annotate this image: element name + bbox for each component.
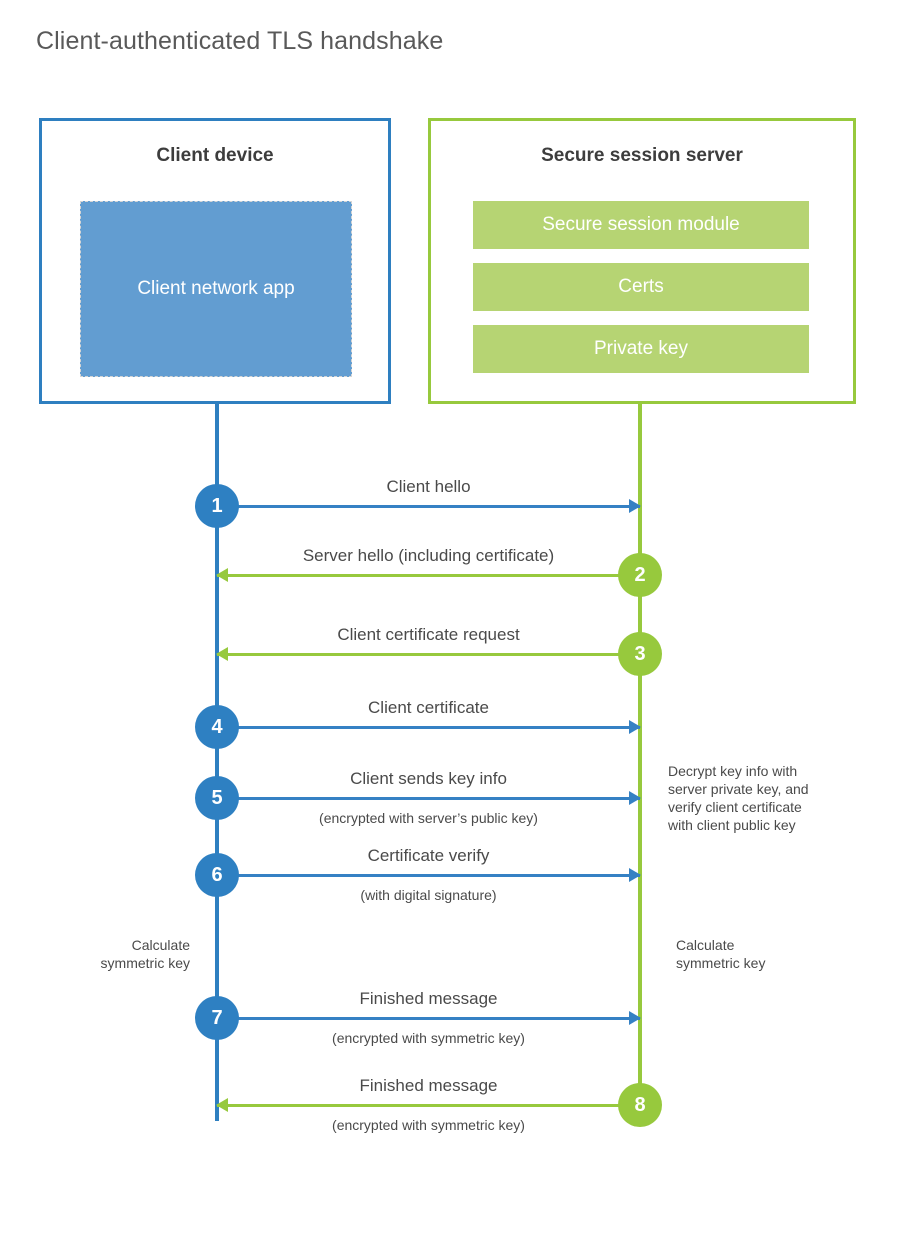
arrowhead-icon-2 (216, 568, 228, 582)
message-label-8: Finished message (359, 1076, 498, 1095)
client-device-title: Client device (156, 145, 274, 166)
client-network-app-block: Client network app (80, 201, 352, 377)
message-line-8 (217, 1103, 640, 1107)
server-block-certs: Certs (473, 263, 809, 311)
message-line-6 (217, 873, 640, 877)
step-badge-4[interactable]: 4 (195, 705, 239, 749)
secure-session-server-box: Secure session server Secure session mod… (428, 118, 856, 404)
client-device-box: Client device Client network app (39, 118, 391, 404)
step-badge-7[interactable]: 7 (195, 996, 239, 1040)
message-label-2: Server hello (including certificate) (302, 546, 555, 565)
message-label-4: Client certificate (368, 698, 489, 717)
message-label-6: Certificate verify (367, 846, 490, 865)
message-label-1: Client hello (386, 477, 471, 496)
server-block-secure-session-module: Secure session module (473, 201, 809, 249)
arrowhead-icon-8 (216, 1098, 228, 1112)
arrowhead-icon-1 (629, 499, 641, 513)
message-label-5: Client sends key info (350, 769, 507, 788)
message-line-1 (217, 504, 640, 508)
arrowhead-icon-6 (629, 868, 641, 882)
message-line-2 (217, 573, 640, 577)
arrowhead-icon-7 (629, 1011, 641, 1025)
message-line-4 (217, 725, 640, 729)
client-lifeline (215, 403, 219, 1121)
server-lifeline (638, 403, 642, 1106)
step-badge-5[interactable]: 5 (195, 776, 239, 820)
message-line-3 (217, 652, 640, 656)
annotation-server-calculate-symmetric-key: Calculate symmetric key (676, 937, 766, 971)
message-sublabel-7: (encrypted with symmetric key) (332, 1030, 525, 1046)
step-badge-2[interactable]: 2 (618, 553, 662, 597)
message-sublabel-8: (encrypted with symmetric key) (332, 1117, 525, 1133)
page-title: Client-authenticated TLS handshake (36, 27, 444, 55)
message-sublabel-5: (encrypted with server’s public key) (319, 810, 538, 826)
message-line-5 (217, 796, 640, 800)
secure-session-server-title: Secure session server (541, 145, 743, 166)
arrowhead-icon-4 (629, 720, 641, 734)
message-label-7: Finished message (359, 989, 498, 1008)
arrowhead-icon-3 (216, 647, 228, 661)
step-badge-1[interactable]: 1 (195, 484, 239, 528)
step-badge-6[interactable]: 6 (195, 853, 239, 897)
annotation-server-decrypt: Decrypt key info with server private key… (668, 763, 809, 833)
server-block-private-key: Private key (473, 325, 809, 373)
step-badge-3[interactable]: 3 (618, 632, 662, 676)
annotation-client-calculate-symmetric-key: Calculate symmetric key (100, 937, 190, 971)
arrowhead-icon-5 (629, 791, 641, 805)
message-line-7 (217, 1016, 640, 1020)
message-sublabel-6: (with digital signature) (360, 887, 497, 903)
step-badge-8[interactable]: 8 (618, 1083, 662, 1127)
message-label-3: Client certificate request (337, 625, 520, 644)
